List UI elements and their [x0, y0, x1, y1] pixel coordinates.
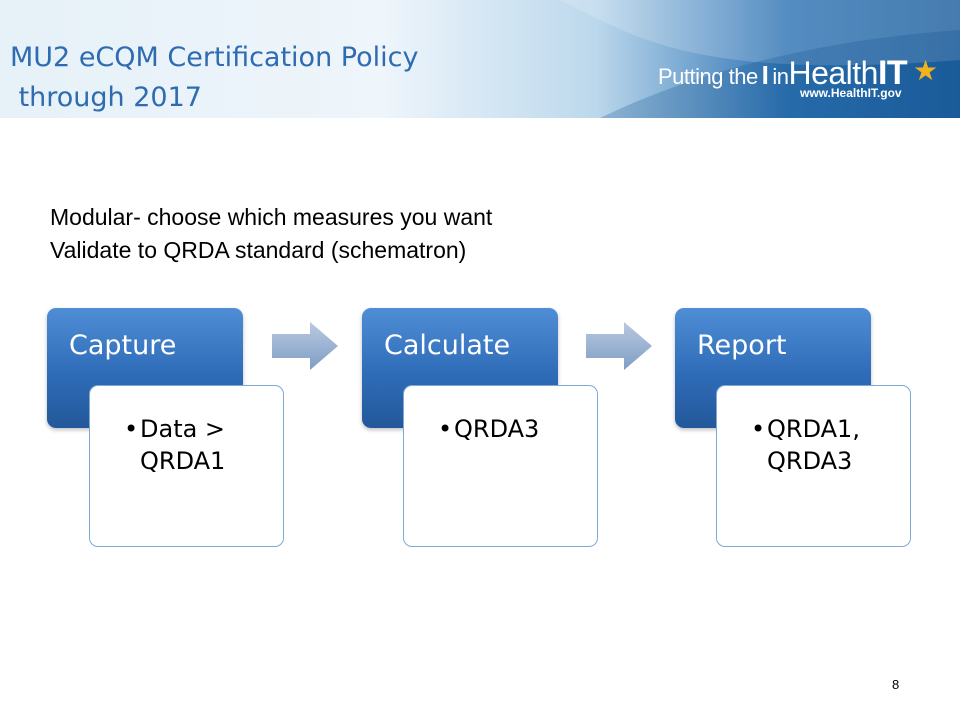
logo-text-putting: Putting the	[658, 64, 758, 89]
step-report-list: • QRDA1, QRDA3	[751, 413, 902, 477]
subtitle-line2: Validate to QRDA standard (schematron)	[50, 237, 467, 263]
header-banner: MU2 eCQM Certification Policy through 20…	[0, 0, 960, 118]
step-report-body: • QRDA1, QRDA3	[716, 385, 911, 547]
step-capture-title: Capture	[69, 330, 177, 361]
slide-title: MU2 eCQM Certification Policy through 20…	[10, 38, 418, 118]
slide-title-line2: through 2017	[10, 82, 202, 113]
step-calculate-item: • QRDA3	[438, 413, 589, 445]
page-number: 8	[892, 677, 900, 692]
logo-url: www.HealthIT.gov	[800, 86, 902, 100]
step-capture-list: • Data > QRDA1	[124, 413, 275, 477]
slide-title-line1: MU2 eCQM Certification Policy	[10, 42, 419, 73]
bullet-icon: •	[438, 415, 453, 443]
logo-wordmark: Putting the I inHealthIT	[658, 54, 908, 93]
slide-subtitle: Modular- choose which measures you want …	[50, 201, 492, 267]
logo-text-health: Health	[788, 55, 878, 91]
step-calculate-list: • QRDA3	[438, 413, 589, 445]
step-capture-body: • Data > QRDA1	[89, 385, 284, 547]
logo-text-in: in	[772, 64, 789, 89]
step-report-item: • QRDA1, QRDA3	[751, 413, 902, 477]
step-calculate-title: Calculate	[384, 330, 511, 361]
subtitle-line1: Modular- choose which measures you want	[50, 204, 493, 230]
bullet-icon: •	[124, 415, 139, 443]
arrow-right-icon	[586, 322, 652, 370]
step-report-title: Report	[697, 330, 787, 361]
step-report-item-text: QRDA1, QRDA3	[767, 415, 860, 475]
bullet-icon: •	[751, 415, 766, 443]
logo-text-i: I	[761, 60, 769, 90]
step-capture-item: • Data > QRDA1	[124, 413, 275, 477]
logo-text-it: IT	[877, 54, 908, 92]
header-wave-decoration	[560, 0, 960, 118]
step-capture-item-text: Data > QRDA1	[140, 415, 226, 475]
arrow-right-icon	[272, 322, 338, 370]
step-calculate-item-text: QRDA3	[454, 415, 540, 443]
healthit-logo: Putting the I inHealthIT ★ www.HealthIT.…	[658, 54, 948, 110]
star-icon: ★	[913, 55, 939, 86]
step-calculate-body: • QRDA3	[403, 385, 598, 547]
